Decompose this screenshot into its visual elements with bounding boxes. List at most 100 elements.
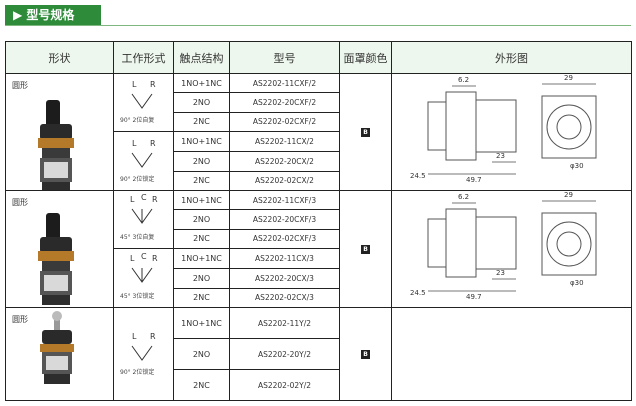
work-mode-cell: L C R 45° 3位自复 (113, 190, 174, 249)
contact-cell: 2NC (173, 111, 230, 133)
color-cell: B (339, 73, 392, 191)
header-contact: 触点结构 (173, 41, 230, 74)
position-label-r: R (152, 195, 158, 204)
model-cell: AS2202-02CX/3 (229, 287, 340, 309)
dimension-drawing: 6.2 29 23 φ30 24.5 49.7 (393, 191, 631, 307)
position-label-l: L (130, 195, 135, 204)
position-label-l: L (132, 331, 137, 341)
model-cell: AS2202-11CXF/2 (229, 72, 340, 94)
table-row: 圆形 L R 90° 2位自复 (5, 72, 632, 191)
model-cell: AS2202-11Y/2 (229, 307, 340, 339)
outline-drawing-cell: 6.2 29 23 φ30 24.5 49.7 (391, 190, 632, 308)
dimension-drawing: 6.2 29 23 φ30 24.5 49.7 (393, 74, 631, 190)
dim-label-3: 23 (496, 269, 505, 277)
model-cell: AS2202-20CXF/3 (229, 209, 340, 230)
shape-label: 圆形 (12, 315, 28, 324)
dim-label-4: φ30 (570, 162, 584, 170)
work-mode-cell: L R 90° 2位锁定 (113, 307, 174, 401)
position-label-l: L (132, 138, 137, 148)
model-cell: AS2202-20CX/2 (229, 151, 340, 172)
position-label-c: C (141, 193, 147, 202)
position-label-r: R (150, 138, 156, 148)
dim-label-5: 24.5 (410, 172, 426, 180)
position-label-r: R (150, 331, 156, 341)
dim-label-6: 49.7 (466, 176, 482, 184)
dim-label-1: 6.2 (458, 76, 470, 84)
model-cell: AS2202-02Y/2 (229, 369, 340, 401)
mode-caption: 45° 3位锁定 (120, 292, 155, 300)
dim-label-3: 23 (496, 152, 505, 160)
dim-label-2: 29 (564, 74, 573, 83)
table-row: 圆形 L C R (5, 189, 632, 308)
contact-cell: 2NO (173, 338, 230, 370)
model-cell: AS2202-11CX/2 (229, 130, 340, 153)
model-cell: AS2202-02CX/2 (229, 170, 340, 192)
table-row: 圆形 L R 90° 2位锁定 (5, 307, 632, 401)
three-position-diagram-icon (131, 267, 153, 283)
outline-drawing-cell (391, 307, 632, 401)
title-underline (5, 25, 631, 26)
contact-cell: 2NO (173, 151, 230, 172)
position-label-l: L (130, 253, 135, 263)
model-cell: AS2202-20CX/3 (229, 268, 340, 289)
shape-cell: 圆形 (5, 307, 114, 401)
contact-cell: 1NO+1NC (173, 307, 230, 339)
table-row: 2NC AS2202-02CX/3 (6, 287, 632, 309)
shape-cell: 圆形 (5, 73, 114, 191)
header-model: 型号 (229, 41, 340, 74)
table-row: 2NC AS2202-02Y/2 (6, 369, 632, 401)
mode-caption: 90° 2位锁定 (120, 175, 155, 183)
section-title-banner: ▶ 型号规格 (5, 5, 101, 25)
color-cell: B (339, 190, 392, 308)
table-row: L C R 45° 3位锁定 1NO+1NC AS2202-11CX/3 (6, 247, 632, 308)
dim-label-1: 6.2 (458, 193, 470, 201)
dim-label-4: φ30 (570, 279, 584, 287)
contact-cell: 2NC (173, 287, 230, 309)
contact-cell: 2NC (173, 228, 230, 250)
contact-cell: 2NC (173, 369, 230, 401)
model-cell: AS2202-02CXF/2 (229, 111, 340, 133)
shape-cell: 圆形 (5, 190, 114, 308)
header-color: 面罩颜色 (339, 41, 392, 74)
outline-drawing-cell: 6.2 29 23 φ30 24.5 49.7 (391, 73, 632, 191)
model-cell: AS2202-02CXF/3 (229, 228, 340, 250)
color-cell: B (339, 307, 392, 401)
mode-caption: 90° 2位锁定 (120, 368, 155, 376)
key-switch-image (7, 309, 113, 400)
header-outline: 外形图 (391, 41, 632, 74)
v-diagram-icon (131, 345, 153, 361)
header-mode: 工作形式 (113, 41, 174, 74)
three-position-diagram-icon (131, 208, 153, 224)
position-label-l: L (132, 80, 137, 89)
table-row: 2NO AS2202-20Y/2 (6, 338, 632, 370)
color-badge: B (361, 245, 370, 254)
position-label-r: R (150, 80, 156, 89)
color-badge: B (361, 128, 370, 137)
contact-cell: 2NO (173, 209, 230, 230)
work-mode-cell: L R 90° 2位锁定 (113, 131, 174, 191)
contact-cell: 1NO+1NC (173, 72, 230, 94)
position-label-r: R (152, 253, 158, 263)
dim-label-6: 49.7 (466, 293, 482, 301)
table-row: 2NC AS2202-02CXF/3 (6, 228, 632, 250)
mode-caption: 45° 3位自复 (120, 234, 155, 241)
dim-label-5: 24.5 (410, 289, 426, 297)
shape-label: 圆形 (12, 198, 28, 207)
shape-label: 圆形 (12, 81, 28, 90)
mode-caption: 90° 2位自复 (120, 117, 155, 124)
v-diagram-icon (131, 152, 153, 168)
contact-cell: 1NO+1NC (173, 130, 230, 153)
work-mode-cell: L R 90° 2位自复 (113, 73, 174, 132)
header-shape: 形状 (5, 41, 114, 74)
selector-switch-image (7, 203, 113, 305)
model-cell: AS2202-11CX/3 (229, 247, 340, 270)
position-label-c: C (141, 251, 147, 261)
table-row: 2NC AS2202-02CXF/2 (6, 111, 632, 133)
table-row: 2NC AS2202-02CX/2 (6, 170, 632, 192)
contact-cell: 1NO+1NC (173, 247, 230, 270)
dim-label-2: 29 (564, 191, 573, 200)
contact-cell: 1NO+1NC (173, 189, 230, 211)
v-diagram-icon (131, 93, 153, 109)
spec-table: 形状 工作形式 触点结构 型号 面罩颜色 外形图 圆形 (5, 41, 632, 401)
work-mode-cell: L C R 45° 3位锁定 (113, 248, 174, 308)
